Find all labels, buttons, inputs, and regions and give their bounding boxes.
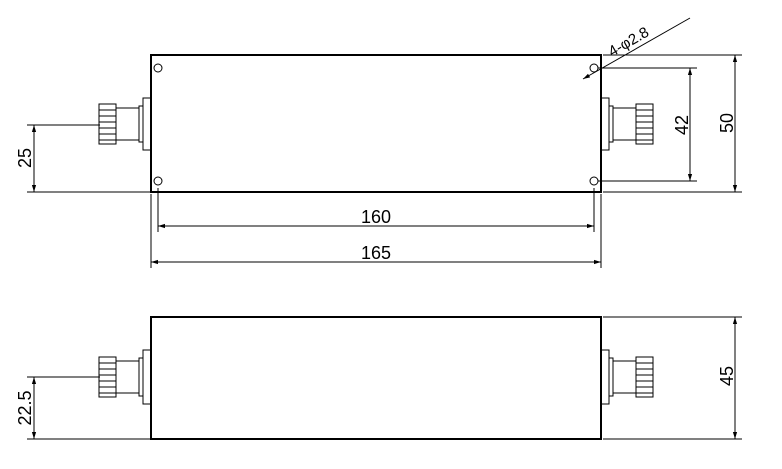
dim-50: 50: [603, 54, 742, 193]
dim-25-label: 25: [15, 148, 35, 168]
right-connector-front: [600, 349, 654, 405]
top-view-body: [150, 54, 602, 193]
front-view-body: [150, 316, 602, 440]
dim-160-label: 160: [361, 207, 391, 227]
dim-22-5: 22.5: [15, 376, 151, 440]
dim-45: 45: [603, 316, 742, 440]
dim-165: 165: [150, 194, 602, 268]
dim-42-label: 42: [672, 115, 692, 135]
front-view: 45 22.5: [15, 316, 742, 440]
left-connector-front: [98, 349, 152, 405]
dim-42: 42: [598, 67, 697, 182]
mounting-holes: [153, 63, 599, 186]
dim-45-label: 45: [717, 366, 737, 386]
hole-note: 4-φ2.8: [582, 17, 691, 80]
dim-50-label: 50: [717, 113, 737, 133]
dim-160: 160: [157, 188, 595, 232]
right-connector-top: [600, 97, 654, 151]
dim-165-label: 165: [361, 243, 391, 263]
dim-25: 25: [15, 124, 151, 193]
dim-22-5-label: 22.5: [15, 390, 35, 425]
left-connector-top: [98, 97, 152, 151]
top-view: 160 165 42 50 25: [15, 17, 742, 268]
